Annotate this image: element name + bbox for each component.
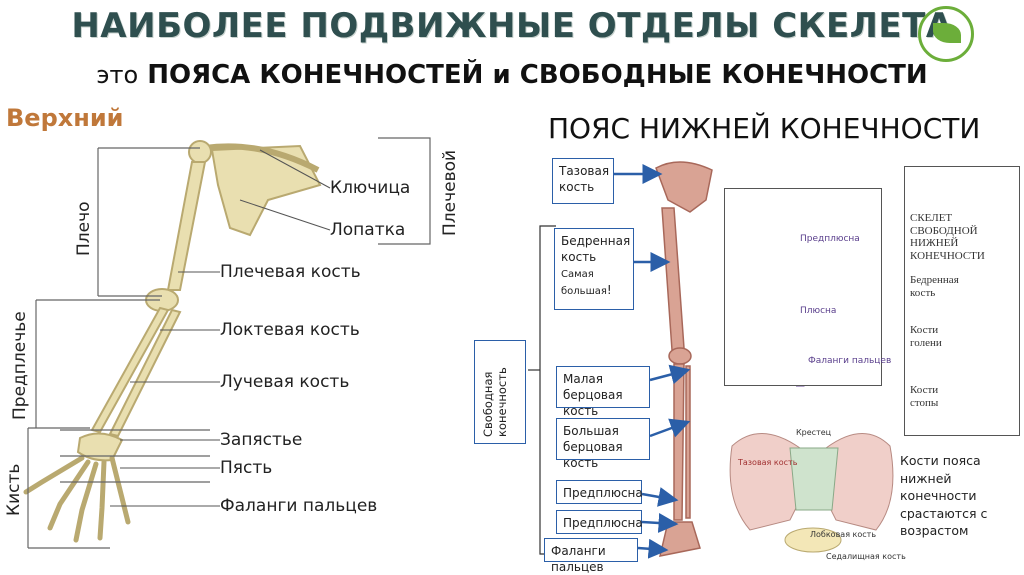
page-title: НАИБОЛЕЕ ПОДВИЖНЫЕ ОТДЕЛЫ СКЕЛЕТА bbox=[71, 6, 953, 46]
box-toe-phalanges: Фаланги пальцев bbox=[544, 538, 638, 574]
label-finger-phalanges: Фаланги пальцев bbox=[220, 496, 378, 516]
box-tibia: Большая берцовая кость bbox=[556, 418, 650, 470]
upper-section-title: Верхний bbox=[6, 104, 124, 132]
leg-panel-foot: Кости стопы bbox=[910, 384, 939, 410]
arm-brackets bbox=[27, 137, 431, 549]
box-femur-note: Самая большая! bbox=[561, 265, 627, 298]
pelvis-pubic-label: Лобковая кость bbox=[810, 530, 877, 539]
tibia-bone bbox=[673, 363, 685, 521]
box-tarsus-1: Предплюсна bbox=[556, 480, 643, 504]
pelvis-bone bbox=[655, 161, 713, 213]
box-fibula: Малая берцовая кость bbox=[556, 366, 650, 418]
lower-section-title: ПОЯС НИЖНЕЙ КОНЕЧНОСТИ bbox=[548, 112, 981, 145]
box-femur-label: Бедренная кость bbox=[561, 234, 631, 265]
subtitle-prefix: это bbox=[96, 61, 139, 89]
femur-bone bbox=[661, 207, 685, 351]
leg-panel-femur: Бедренная кость bbox=[910, 274, 959, 300]
foot-bone bbox=[659, 521, 701, 557]
radius bbox=[108, 308, 182, 438]
arm-leader-lines bbox=[110, 149, 331, 507]
page-subtitle: это ПОЯСА КОНЕЧНОСТЕЙ и СВОБОДНЫЕ КОНЕЧН… bbox=[0, 60, 1024, 90]
label-ulna: Локтевая кость bbox=[220, 320, 360, 340]
label-forearm: Предплечье bbox=[10, 311, 30, 420]
leg-panel bbox=[904, 166, 1020, 436]
box-femur-note-text: Самая большая bbox=[561, 269, 607, 297]
lower-bracket bbox=[528, 225, 556, 555]
box-femur: Бедренная кость Самая большая! bbox=[554, 228, 634, 310]
fibula-bone bbox=[685, 365, 691, 519]
box-free-limb: Свободная конечность bbox=[474, 340, 526, 444]
box-pelvic-bone: Тазовая кость bbox=[552, 158, 614, 204]
leg-panel-title: СКЕЛЕТ СВОБОДНОЙ НИЖНЕЙ КОНЕЧНОСТИ bbox=[910, 212, 985, 262]
label-humerus: Плечевая кость bbox=[220, 262, 361, 282]
pelvis-note: Кости пояса нижней конечности срастаются… bbox=[900, 453, 988, 538]
humerus bbox=[166, 161, 207, 291]
foot-phalanges-label: Фаланги пальцев bbox=[808, 356, 892, 366]
pelvis-pelvic-label: Тазовая кость bbox=[738, 458, 798, 467]
pelvis-ischial-label: Седалищная кость bbox=[826, 552, 906, 561]
label-scapula: Лопатка bbox=[330, 220, 406, 240]
label-hand: Кисть bbox=[4, 463, 24, 516]
leg-panel-shin: Кости голени bbox=[910, 324, 942, 350]
free-limb-label: Свободная конечность bbox=[481, 367, 510, 437]
clavicle bbox=[204, 143, 320, 173]
arm-skeleton bbox=[23, 140, 322, 543]
label-clavicle: Ключица bbox=[330, 178, 411, 198]
box-tarsus-2: Предплюсна bbox=[556, 510, 643, 534]
leaf-logo-icon bbox=[918, 6, 974, 62]
pelvis-drawing bbox=[729, 433, 894, 553]
label-metacarpus: Пясть bbox=[220, 458, 273, 478]
label-shoulder: Плечо bbox=[74, 201, 94, 256]
subtitle-main: ПОЯСА КОНЕЧНОСТЕЙ и СВОБОДНЫЕ КОНЕЧНОСТИ bbox=[147, 60, 928, 90]
foot-metatarsus-label: Плюсна bbox=[800, 306, 837, 316]
label-radius: Лучевая кость bbox=[220, 372, 350, 392]
foot-panel bbox=[724, 188, 882, 386]
label-wrist: Запястье bbox=[220, 430, 303, 450]
ulna bbox=[90, 306, 170, 434]
pelvis-sacrum-label: Крестец bbox=[796, 428, 832, 437]
foot-tarsus-label: Предплюсна bbox=[800, 234, 860, 244]
box-femur-mark: ! bbox=[606, 282, 612, 297]
label-shoulder-girdle: Плечевой bbox=[440, 149, 460, 236]
lower-arrows bbox=[614, 164, 691, 559]
